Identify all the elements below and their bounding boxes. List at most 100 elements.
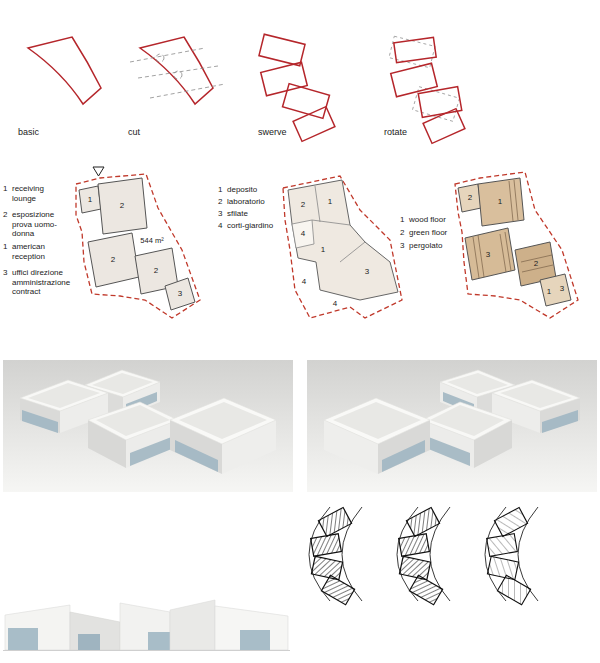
room-number: 3 — [178, 289, 182, 299]
elevation-view-part — [148, 632, 170, 650]
room-number: 4 — [333, 299, 337, 309]
plan-program-part-part — [340, 242, 365, 262]
legend-number: 1 — [3, 184, 7, 194]
room-number: 3 — [560, 284, 564, 294]
render-views — [3, 360, 597, 492]
legend-text: american reception — [12, 242, 70, 261]
room-number: 2 — [111, 255, 115, 265]
legend-number: 2 — [400, 228, 404, 238]
elevation-view-part — [78, 634, 100, 650]
form-cut — [130, 37, 225, 104]
legend-text: receiving lounge — [12, 184, 70, 203]
legend-number: 2 — [218, 197, 222, 207]
concept-sketches — [309, 507, 538, 605]
form-swerve-part — [283, 84, 330, 119]
form-rotate-part-part — [423, 109, 465, 144]
plan-functions-part — [76, 174, 200, 318]
room-number: 2 — [468, 193, 472, 203]
elevation-view-part — [5, 605, 70, 650]
form-swerve — [259, 34, 335, 141]
plan-finishes-part-part — [500, 234, 506, 272]
area-label: 544 m² — [140, 236, 163, 245]
plan-functions-part-part — [88, 233, 139, 287]
room-number: 4 — [302, 277, 306, 287]
concept-sketches-part-part — [487, 534, 518, 557]
form-cut-part-part — [150, 84, 225, 98]
render-views-part — [324, 370, 580, 474]
plan-finishes-part — [455, 172, 578, 318]
elevation-view-part — [240, 630, 270, 650]
plan-finishes-part-part — [514, 180, 518, 220]
form-basic-part — [28, 37, 101, 104]
legend-number: 4 — [218, 221, 222, 231]
elevation-view — [3, 600, 290, 651]
legend-number: 3 — [400, 241, 404, 251]
elevation-view-part — [3, 650, 290, 651]
plan-finishes — [455, 172, 578, 318]
legend-text: wood floor — [409, 215, 446, 225]
legend-number: 1 — [3, 242, 7, 252]
plan-program-part-part — [312, 220, 350, 225]
plan-finishes-part — [458, 184, 481, 212]
legend-text: pergolato — [409, 241, 442, 251]
legend-text: uffici direzione amministrazione contrac… — [12, 268, 70, 297]
plan-finishes-part-part — [509, 181, 513, 221]
plan-functions-part — [93, 167, 104, 176]
step-label: cut — [128, 127, 140, 138]
form-swerve-part — [293, 107, 335, 142]
legend-text: deposito — [227, 185, 257, 195]
legend-number: 1 — [400, 215, 404, 225]
room-number: 1 — [321, 245, 325, 255]
form-cut-part — [140, 37, 213, 104]
plan-program-part — [288, 180, 398, 300]
plan-program-part-part — [315, 186, 320, 222]
concept-sketches-part — [397, 507, 450, 605]
room-number: 1 — [498, 197, 502, 207]
plan-program-part — [283, 176, 402, 318]
legend-number: 1 — [218, 185, 222, 195]
step-label: basic — [18, 127, 39, 138]
room-number: 2 — [154, 266, 158, 276]
elevation-view-part — [70, 612, 120, 650]
form-cut-part-part — [138, 66, 218, 78]
form-cut-part-part — [174, 71, 182, 79]
room-number: 2 — [534, 259, 538, 269]
elevation-view-part — [8, 628, 38, 650]
plan-functions-part-part — [98, 178, 147, 234]
step-label: rotate — [384, 127, 407, 138]
room-number: 1 — [328, 197, 332, 207]
plan-functions-part — [79, 178, 195, 310]
elevation-view-part — [120, 603, 170, 650]
form-rotate-part-part — [394, 37, 436, 62]
legend-text: esposizione prova uomo-donna — [12, 210, 64, 239]
room-number: 1 — [88, 195, 92, 205]
form-cut-part-part — [130, 48, 205, 62]
form-rotate-part — [389, 36, 460, 121]
step-label: swerve — [258, 127, 287, 138]
plan-finishes-part-part — [505, 232, 511, 271]
form-swerve-part — [261, 62, 308, 95]
concept-sketches-part-part — [487, 556, 518, 579]
form-swerve-part — [259, 34, 305, 66]
render-views-part — [307, 360, 597, 492]
render-views-part — [20, 370, 276, 474]
concept-sketches-part-part — [497, 575, 530, 605]
room-number: 3 — [486, 250, 490, 260]
plan-finishes-part — [473, 180, 553, 278]
room-number: 2 — [301, 200, 305, 210]
legend-text: corti-giardino — [227, 221, 273, 231]
room-number: 4 — [301, 229, 305, 239]
legend-number: 3 — [218, 209, 222, 219]
legend-text: green floor — [409, 228, 447, 238]
plan-finishes-part — [465, 228, 515, 280]
legend-number: 2 — [3, 210, 7, 220]
form-basic — [28, 37, 101, 104]
plan-functions-part-part — [79, 186, 101, 213]
plan-program-part — [292, 220, 314, 248]
plan-functions-part-part — [165, 278, 195, 310]
form-cut-part — [130, 48, 225, 98]
form-cut-part-part — [156, 54, 164, 62]
